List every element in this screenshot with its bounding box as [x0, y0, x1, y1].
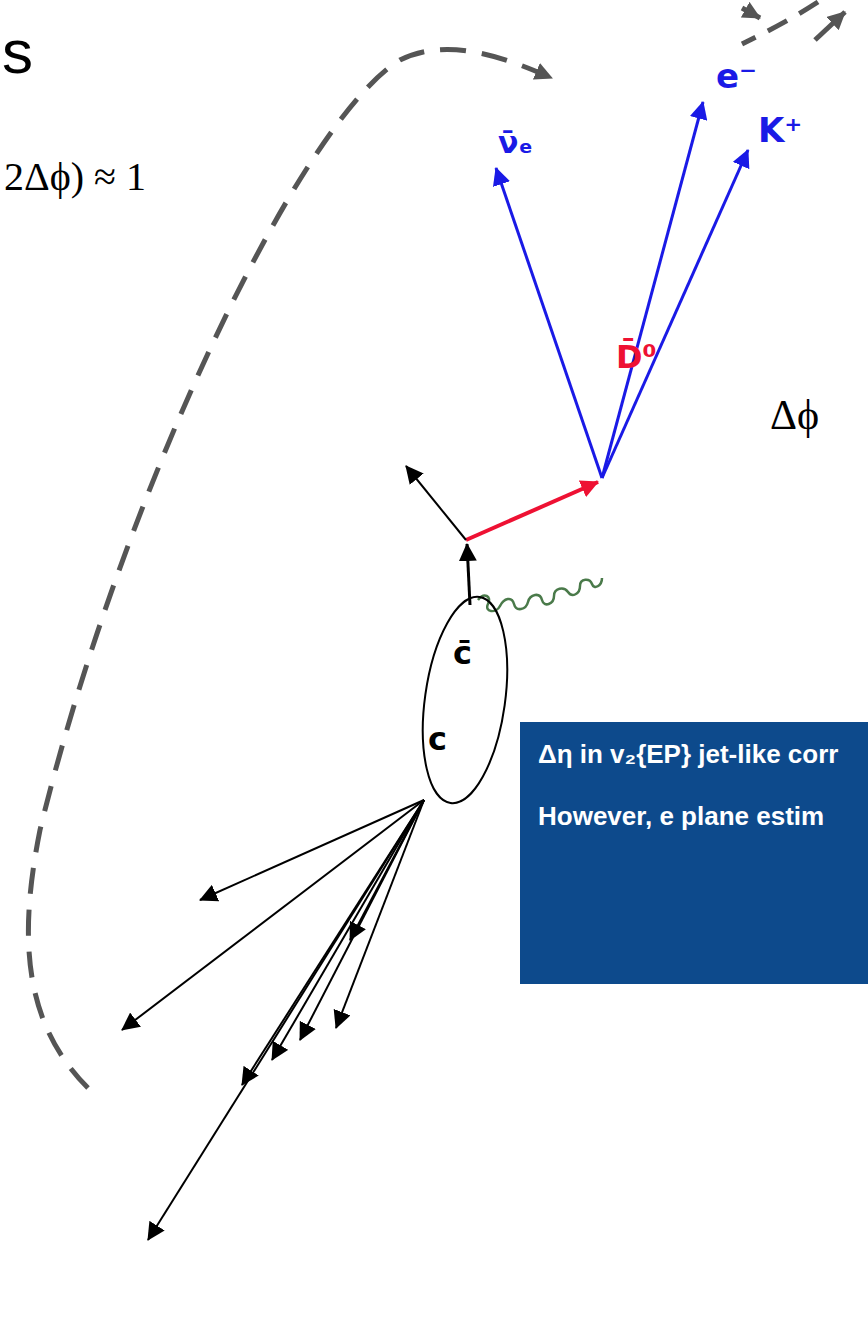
note-box: Δη in v₂{EP} jet-like corrHowever, e pla… — [520, 722, 868, 984]
particle-label: e⁻ — [716, 58, 757, 95]
note-text: However, e plane estim — [538, 800, 854, 834]
quark-label: c — [428, 722, 447, 757]
quark-label: c̄ — [453, 636, 472, 671]
quark-pair-ellipse — [411, 591, 519, 808]
neutrino-track — [496, 168, 602, 478]
particle-label: D̄⁰ — [616, 340, 657, 375]
dashed-correlation — [28, 49, 552, 1088]
slide-title: s — [2, 18, 33, 86]
dashed-correlation — [742, 8, 760, 18]
particle-label: K⁺ — [758, 112, 802, 149]
formula-text: 2Δϕ) ≈ 1 — [4, 155, 146, 199]
formula-text: Δϕ — [770, 392, 819, 438]
gluon — [478, 578, 602, 611]
particle-label: ν̄ₑ — [498, 126, 533, 159]
d-meson-track — [466, 482, 598, 540]
dashed-correlation — [742, 2, 818, 44]
electron-track — [602, 102, 703, 478]
charm-track — [467, 544, 470, 605]
fragment-track — [406, 466, 466, 540]
kaon-track — [602, 150, 748, 478]
note-text: Δη in v₂{EP} jet-like corr — [538, 738, 854, 772]
jet-fan — [122, 800, 424, 1240]
dashed-correlation — [815, 12, 845, 40]
